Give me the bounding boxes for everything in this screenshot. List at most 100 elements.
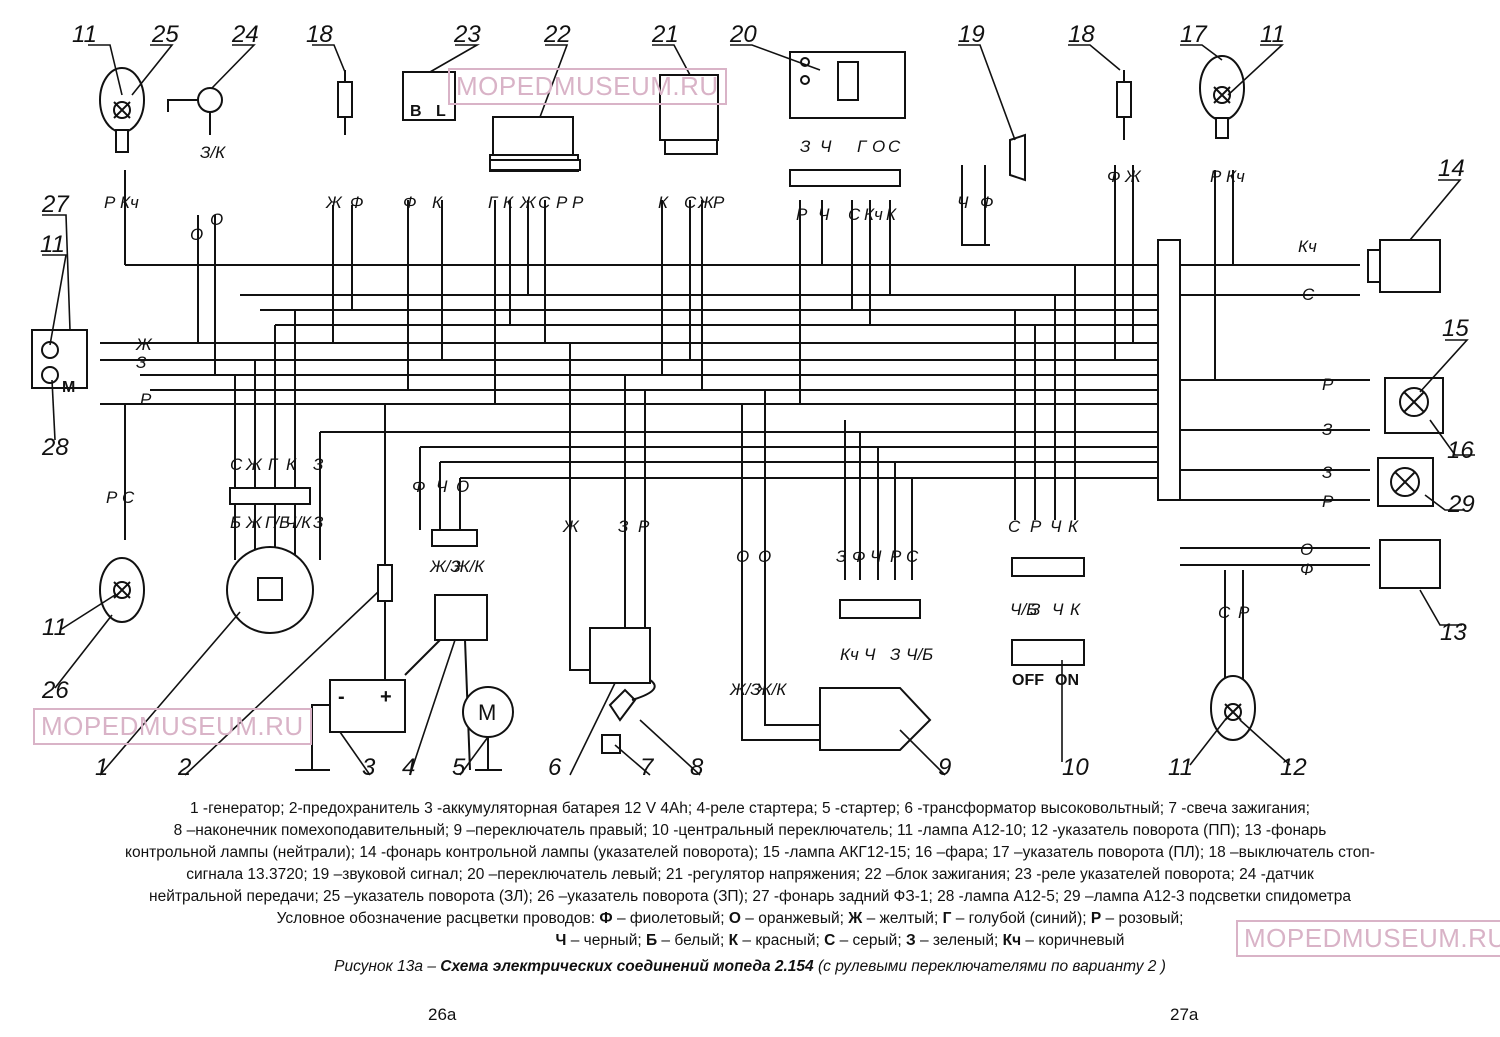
wire-label: К	[503, 193, 514, 212]
wire-label: З	[836, 547, 847, 566]
wire-label: О	[758, 547, 771, 566]
wire-label: Р	[572, 193, 584, 212]
wire-label: Ч	[957, 193, 969, 212]
wire-label: З	[313, 455, 324, 474]
wire-label: О	[736, 547, 749, 566]
wire-label: О	[456, 477, 469, 496]
number-22: 22	[543, 21, 571, 48]
number-11-bottom-left: 11	[42, 614, 67, 641]
wire-label: Ж	[562, 517, 580, 536]
wire-label: Ж	[135, 335, 153, 354]
wire-label: С	[1218, 603, 1231, 622]
wire-label: Г	[488, 193, 499, 212]
number-2: 2	[177, 754, 191, 781]
wire-label: Ф	[1107, 167, 1121, 186]
wire-label: З	[1030, 600, 1041, 619]
wire-label: Ж	[697, 193, 715, 212]
number-28: 28	[41, 434, 69, 461]
number-4: 4	[402, 754, 415, 781]
component-27-tail-lamp	[31, 329, 88, 389]
number-11-top-left: 11	[72, 21, 97, 48]
number-11-top-right: 11	[1260, 21, 1285, 48]
component-3-battery	[295, 679, 406, 771]
number-12: 12	[1280, 754, 1307, 781]
number-7: 7	[640, 754, 655, 781]
wire-label: Ч/Б	[906, 645, 933, 664]
legend-line: 8 –наконечник помехоподавительный; 9 –пе…	[173, 822, 1327, 839]
number-11-bottom-right: 11	[1168, 754, 1193, 781]
battery-plus: +	[380, 686, 392, 708]
wire-label: Кч	[120, 193, 139, 212]
wire-label: Р	[104, 193, 116, 212]
wire-label: О	[210, 210, 223, 229]
wire-label: Ч	[864, 645, 876, 664]
wire-label: К	[1070, 600, 1081, 619]
number-29: 29	[1447, 491, 1475, 518]
wire-label: С	[230, 455, 243, 474]
wire-label: Ж	[245, 513, 263, 532]
figure-caption: Рисунок 13а – Схема электрических соедин…	[0, 958, 1500, 976]
component-legend: 1 -генератор; 2-предохранитель 3 -аккуму…	[0, 798, 1500, 908]
component-10-central-switch	[1011, 557, 1085, 666]
wire-label: О	[1300, 540, 1313, 559]
terminal-labels: B L M - + M OFF ON	[62, 103, 1079, 725]
wire-label: Р	[1030, 517, 1042, 536]
component-21-voltage-regulator	[659, 74, 719, 155]
wire-label: Г	[268, 455, 279, 474]
number-26: 26	[41, 677, 69, 704]
wire-label: Ч	[820, 137, 832, 156]
number-17: 17	[1180, 21, 1208, 48]
wire-labels: З/К О О Р Кч Ж Ф Ф К Г К Ж С Р Р К С Ж Р…	[104, 137, 1334, 699]
harness-wires	[100, 165, 1370, 741]
number-20: 20	[729, 21, 757, 48]
number-19: 19	[958, 21, 985, 48]
legend-line: сигнала 13.3720; 19 –звуковой сигнал; 20…	[186, 866, 1314, 883]
component-numbers: 11 25 24 18 23 22 21 20 19 18 17 11 14 1…	[40, 21, 1475, 781]
wire-label: Ж	[325, 193, 343, 212]
switch-on: ON	[1055, 672, 1079, 689]
wire-label: Ж/К	[453, 557, 485, 576]
wire-label: Ф	[980, 193, 994, 212]
component-26-turn-indicator	[99, 557, 145, 623]
caption-title: Схема электрических соединений мопеда 2.…	[440, 958, 814, 975]
wire-label: К	[432, 193, 443, 212]
wire-label: С	[848, 205, 861, 224]
wire-label: Ч	[1050, 517, 1062, 536]
number-27: 27	[41, 191, 70, 218]
wire-label: С	[122, 488, 135, 507]
number-1: 1	[95, 754, 108, 781]
page-number-left: 26а	[428, 1005, 457, 1024]
number-15: 15	[1442, 315, 1469, 342]
wire-label: Ч/Б	[1010, 600, 1037, 619]
component-14-indicator-lamp	[1367, 239, 1441, 293]
wire-label: Ч	[818, 205, 830, 224]
wire-label: С	[888, 137, 901, 156]
wire-label: О	[190, 225, 203, 244]
wire-label: С	[538, 193, 551, 212]
relay-terminal-l: L	[436, 103, 446, 120]
relay-terminal-b: B	[410, 103, 422, 120]
number-3: 3	[362, 754, 376, 781]
wire-color-legend: Условное обозначение расцветки проводов:…	[276, 910, 1184, 949]
caption-suffix: (с рулевыми переключателями по варианту …	[817, 958, 1166, 975]
wire-label: З	[1322, 420, 1333, 439]
wire-label: Р	[106, 488, 118, 507]
wiring-diagram: 11 25 24 18 23 22 21 20 19 18 17 11 14 1…	[31, 21, 1475, 781]
wire-label: Р	[1210, 167, 1222, 186]
wire-label: Р	[1322, 492, 1334, 511]
switch-off: OFF	[1012, 672, 1044, 689]
component-9-right-switch	[819, 599, 932, 751]
component-29-speedometer-lamp	[1377, 457, 1434, 507]
number-10: 10	[1062, 754, 1089, 781]
wire-label: Ф	[412, 477, 426, 496]
caption-prefix: Рисунок 13а –	[334, 958, 436, 975]
wire-label: Кч	[1298, 237, 1317, 256]
wire-label: К	[886, 205, 897, 224]
starter-motor-m: M	[478, 700, 496, 725]
wire-label: З	[313, 513, 324, 532]
wire-label: Р	[796, 205, 808, 224]
wire-label: Кч	[864, 205, 883, 224]
legend-line: контрольной лампы (нейтрали); 14 -фонарь…	[125, 844, 1375, 861]
component-23-turn-relay	[402, 71, 456, 121]
wire-label: Р	[638, 517, 650, 536]
